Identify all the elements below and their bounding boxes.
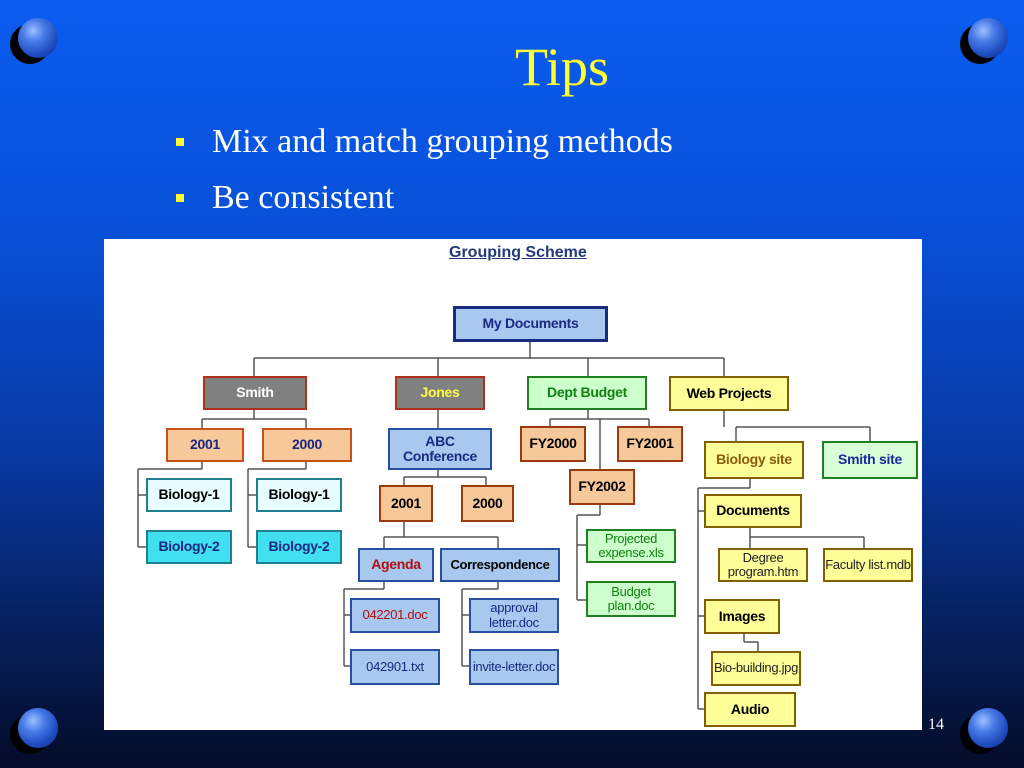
node-jones-2001: 2001 (379, 485, 433, 522)
page-number: 14 (928, 716, 944, 733)
file-042201-doc: 042201.doc (350, 598, 440, 633)
file-budget-plan-doc: Budget plan.doc (586, 581, 676, 617)
node-fy2000: FY2000 (520, 426, 586, 462)
file-approval-letter-doc: approval letter.doc (469, 598, 559, 633)
node-biology-2-a: Biology-2 (146, 530, 232, 564)
node-biology-1-a: Biology-1 (146, 478, 232, 512)
file-projected-expense-xls: Projected expense.xls (586, 529, 676, 563)
node-jones-2000: 2000 (461, 485, 514, 522)
corner-orb-bottom-left-icon (10, 708, 58, 754)
node-audio: Audio (704, 692, 796, 727)
file-042901-txt: 042901.txt (350, 649, 440, 685)
bullet-item: Mix and match grouping methods (172, 118, 673, 174)
bullet-list: Mix and match grouping methods Be consis… (172, 118, 673, 230)
slide-title: Tips (514, 37, 610, 97)
node-smith-site: Smith site (822, 441, 918, 479)
bullet-item: Be consistent (172, 174, 673, 230)
node-biology-site: Biology site (704, 441, 804, 479)
node-images: Images (704, 599, 780, 634)
node-web-projects: Web Projects (669, 376, 789, 411)
node-fy2002: FY2002 (569, 469, 635, 505)
node-smith-2000: 2000 (262, 428, 352, 462)
node-fy2001: FY2001 (617, 426, 683, 462)
node-correspondence: Correspondence (440, 548, 560, 582)
node-documents: Documents (704, 494, 802, 528)
file-degree-program-htm: Degree program.htm (718, 548, 808, 582)
node-biology-2-b: Biology-2 (256, 530, 342, 564)
file-bio-building-jpg: Bio-building.jpg (711, 651, 801, 686)
node-agenda: Agenda (358, 548, 434, 582)
node-abc-conference: ABC Conference (388, 428, 492, 470)
corner-orb-top-left-icon (10, 18, 58, 64)
node-jones: Jones (395, 376, 485, 410)
file-faculty-list-mdb: Faculty list.mdb (823, 548, 913, 582)
node-dept-budget: Dept Budget (527, 376, 647, 410)
node-smith: Smith (203, 376, 307, 410)
bullet-text: Be consistent (212, 179, 395, 216)
node-smith-2001: 2001 (166, 428, 244, 462)
bullet-text: Mix and match grouping methods (212, 123, 673, 160)
grouping-scheme-diagram: Grouping Scheme My Documents Smith Jones… (104, 239, 922, 730)
node-biology-1-b: Biology-1 (256, 478, 342, 512)
bullet-square-icon (176, 194, 184, 202)
node-my-documents: My Documents (453, 306, 608, 342)
file-invite-letter-doc: invite-letter.doc (469, 649, 559, 685)
bullet-square-icon (176, 138, 184, 146)
connector-lines (137, 340, 871, 710)
corner-orb-bottom-right-icon (960, 708, 1008, 754)
diagram-title: Grouping Scheme (449, 244, 587, 261)
corner-orb-top-right-icon (960, 18, 1008, 64)
